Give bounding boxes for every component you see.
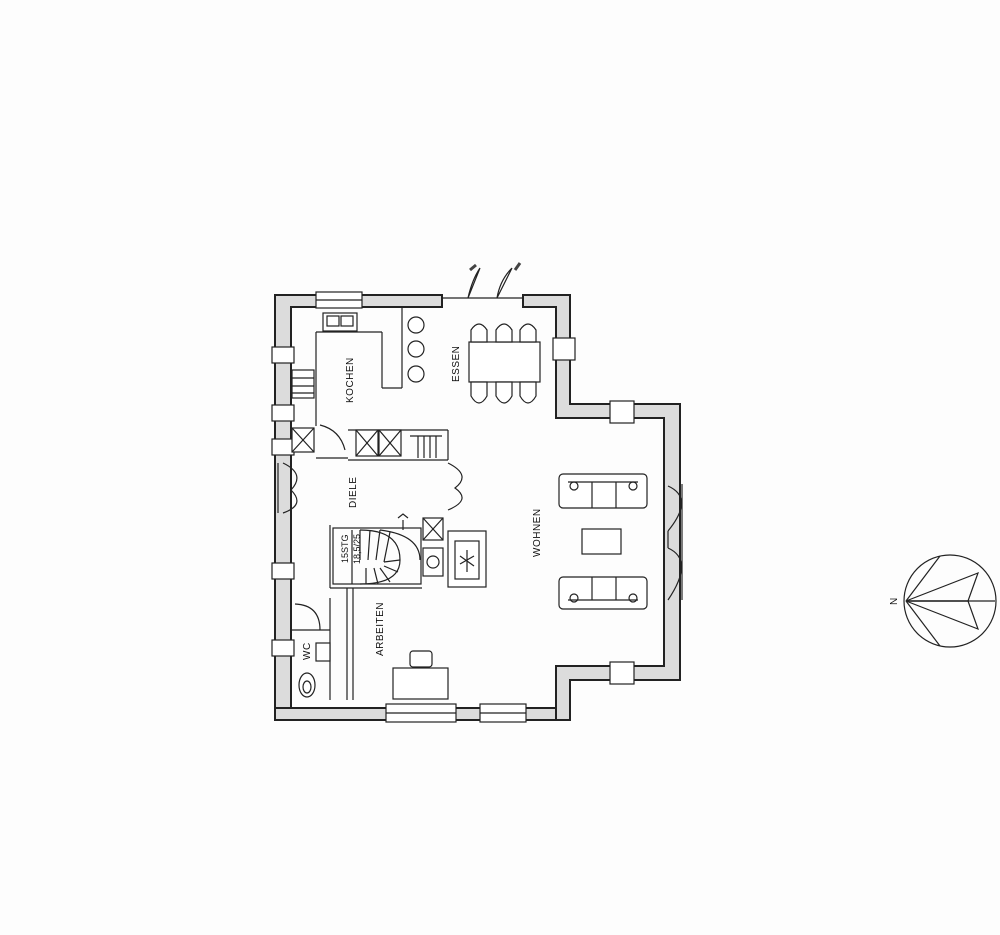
wc-fixtures xyxy=(298,642,331,698)
room-label-wc: WC xyxy=(302,642,313,660)
desk xyxy=(392,650,449,700)
compass-north-label: N xyxy=(889,597,900,605)
room-label-essen: ESSEN xyxy=(451,346,462,382)
kitchen-furniture xyxy=(291,312,442,458)
room-label-wohnen: WOHNEN xyxy=(532,508,543,557)
room-label-diele: DIELE xyxy=(348,477,359,508)
room-label-kochen: KOCHEN xyxy=(345,357,356,403)
doors xyxy=(277,262,683,631)
living-furniture xyxy=(447,473,648,610)
interior-walls xyxy=(291,308,449,700)
stair-steps-label: 15STG xyxy=(340,534,350,563)
compass-rose: N xyxy=(889,554,997,648)
windows xyxy=(271,291,635,723)
room-label-arbeiten: ARBEITEN xyxy=(375,602,386,656)
stair-dimensions-label: 18,5/25 xyxy=(352,534,362,564)
dining-table xyxy=(468,323,541,404)
staircase xyxy=(332,513,444,585)
